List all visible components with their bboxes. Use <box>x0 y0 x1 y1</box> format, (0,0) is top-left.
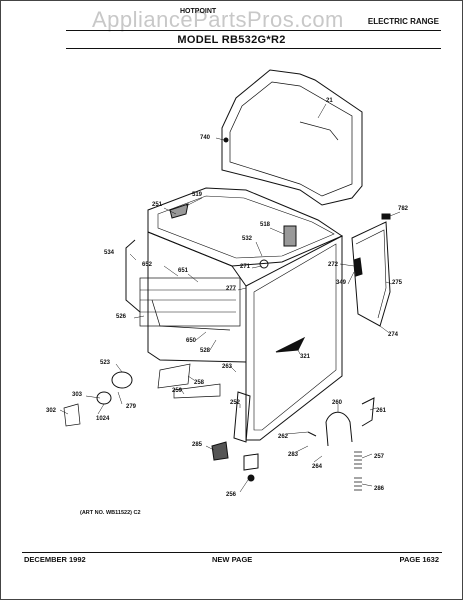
product-category: ELECTRIC RANGE <box>367 17 439 26</box>
model-title: MODEL RB532G*R2 <box>177 34 286 46</box>
callout-303: 303 <box>72 392 83 398</box>
callout-labels: 21 740 519 251 782 518 532 534 652 651 2… <box>46 98 409 498</box>
footer-date: DECEMBER 1992 <box>24 555 86 564</box>
footer-rule <box>22 552 442 553</box>
callout-252: 252 <box>230 400 241 406</box>
callout-272: 272 <box>328 262 339 268</box>
footer-note: NEW PAGE <box>212 555 253 564</box>
callout-652: 652 <box>142 262 153 268</box>
callout-271: 271 <box>240 264 251 270</box>
callout-283: 283 <box>288 452 299 458</box>
art-number: (ART NO. WB11522) C2 <box>80 510 141 516</box>
callout-258: 258 <box>194 380 205 386</box>
callout-279: 279 <box>126 404 137 410</box>
callout-285: 285 <box>192 442 203 448</box>
small-parts <box>63 137 391 491</box>
callout-262: 262 <box>278 434 289 440</box>
callout-321: 321 <box>300 354 311 360</box>
callout-518: 518 <box>260 222 271 228</box>
callout-259: 259 <box>172 388 183 394</box>
footer-page: PAGE 1632 <box>399 555 439 564</box>
range-top-frame <box>147 187 344 267</box>
header-rule-top <box>66 30 441 31</box>
watermark: AppliancePartsPros.com <box>92 7 344 32</box>
callout-349: 349 <box>336 280 347 286</box>
leader-lines <box>59 103 401 493</box>
callout-651: 651 <box>178 268 189 274</box>
callout-286: 286 <box>374 486 385 492</box>
callout-526: 526 <box>116 314 127 320</box>
callout-519: 519 <box>192 192 203 198</box>
callout-532: 532 <box>242 236 253 242</box>
callout-257: 257 <box>374 454 385 460</box>
callout-523: 523 <box>100 360 111 366</box>
callout-251: 251 <box>152 202 163 208</box>
callout-263: 263 <box>222 364 233 370</box>
brand-name: HOTPOINT <box>180 8 217 15</box>
rear-panel-part <box>221 69 363 206</box>
callout-260: 260 <box>332 400 343 406</box>
callout-1024: 1024 <box>96 416 110 422</box>
callout-264: 264 <box>312 464 323 470</box>
callout-740: 740 <box>200 135 211 141</box>
callout-261: 261 <box>376 408 387 414</box>
right-rear-panel <box>351 221 391 327</box>
callout-534: 534 <box>104 250 115 256</box>
callout-277: 277 <box>226 286 237 292</box>
callout-782: 782 <box>398 206 409 212</box>
callout-274: 274 <box>388 332 399 338</box>
callout-21: 21 <box>326 98 333 104</box>
callout-256: 256 <box>226 492 237 498</box>
callout-528: 528 <box>200 348 211 354</box>
callout-275: 275 <box>392 280 403 286</box>
callout-650: 650 <box>186 338 197 344</box>
header-rule-bottom <box>66 48 441 49</box>
callout-302: 302 <box>46 408 57 414</box>
